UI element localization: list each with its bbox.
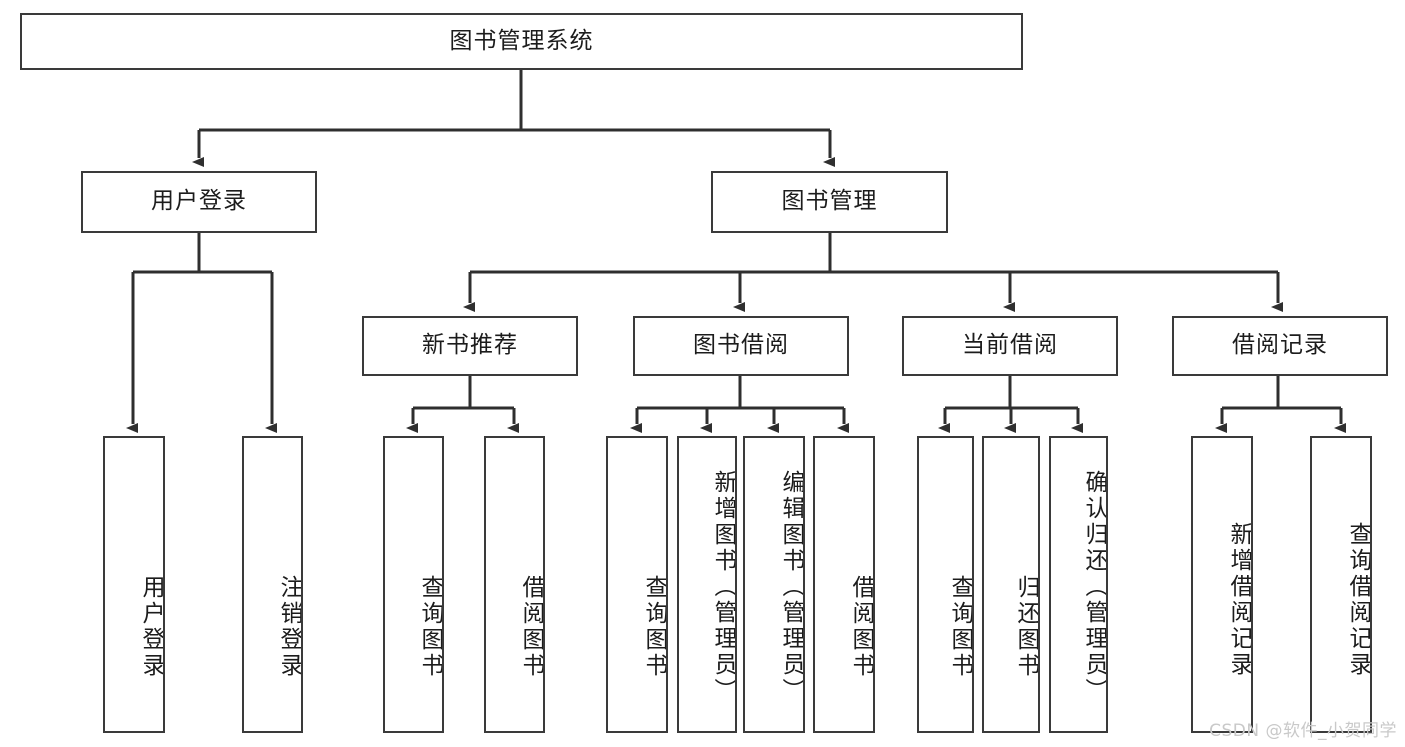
leaf-book-borrow-add-book-admin[interactable]: 新增图书（管理员） [677,436,737,733]
leaf-book-borrow-query-book[interactable]: 查询图书 [606,436,668,733]
node-label: 查询图书 [417,575,443,679]
node-label: 用户登录 [138,575,164,679]
node-label: 确认归还（管理员） [1081,469,1107,704]
node-label: 借阅记录 [1232,332,1328,359]
node-label: 查询图书 [641,575,667,679]
leaf-user-login-login[interactable]: 用户登录 [103,436,165,733]
node-label: 借阅图书 [518,575,544,679]
leaf-new-book-query-book[interactable]: 查询图书 [383,436,444,733]
leaf-borrow-record-query-record[interactable]: 查询借阅记录 [1310,436,1372,733]
node-current-borrow[interactable]: 当前借阅 [902,316,1118,376]
leaf-current-borrow-query-book[interactable]: 查询图书 [917,436,974,733]
node-book-management[interactable]: 图书管理 [711,171,948,233]
node-book-borrow[interactable]: 图书借阅 [633,316,849,376]
node-root-book-management-system[interactable]: 图书管理系统 [20,13,1023,70]
node-label: 图书借阅 [693,332,789,359]
node-label: 注销登录 [276,575,302,679]
node-label: 用户登录 [151,188,247,215]
leaf-new-book-borrow-book[interactable]: 借阅图书 [484,436,545,733]
node-label: 新增借阅记录 [1226,521,1252,678]
node-label: 新增图书（管理员） [710,469,736,704]
leaf-current-borrow-return-book[interactable]: 归还图书 [982,436,1040,733]
node-label: 借阅图书 [848,575,874,679]
node-label: 归还图书 [1013,575,1039,679]
node-label: 当前借阅 [962,332,1058,359]
leaf-borrow-record-add-record[interactable]: 新增借阅记录 [1191,436,1253,733]
node-label: 查询图书 [947,575,973,679]
node-user-login[interactable]: 用户登录 [81,171,317,233]
node-label: 查询借阅记录 [1345,521,1371,678]
node-label: 编辑图书（管理员） [778,469,804,704]
node-label: 图书管理 [781,188,878,215]
node-label: 新书推荐 [422,332,518,359]
node-borrow-record[interactable]: 借阅记录 [1172,316,1388,376]
leaf-user-login-logout[interactable]: 注销登录 [242,436,303,733]
node-new-book-recommend[interactable]: 新书推荐 [362,316,578,376]
node-label: 图书管理系统 [449,27,594,54]
leaf-book-borrow-borrow-book[interactable]: 借阅图书 [813,436,875,733]
leaf-book-borrow-edit-book-admin[interactable]: 编辑图书（管理员） [743,436,805,733]
leaf-current-borrow-confirm-return-admin[interactable]: 确认归还（管理员） [1049,436,1108,733]
